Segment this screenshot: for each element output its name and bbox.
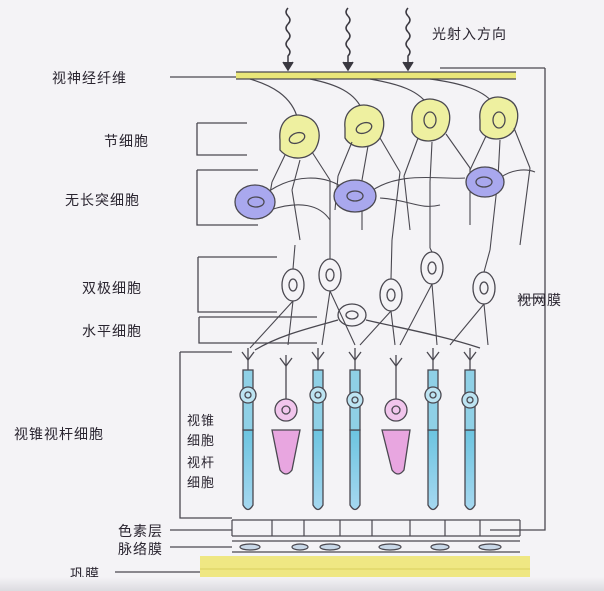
bipolar-cells — [281, 251, 496, 312]
bottom-shadow — [0, 577, 604, 591]
photoreceptors — [239, 348, 479, 511]
cone-cell-label: 视锥 细胞 — [187, 414, 216, 449]
ganglion-cells — [279, 96, 519, 159]
outer-plexiform-network — [249, 239, 491, 349]
pigment-layer — [170, 519, 521, 537]
light-arrows — [282, 7, 414, 72]
amacrine-cells — [234, 166, 505, 220]
inner-plexiform-network — [257, 127, 536, 251]
rods-cones-label: 视锥视杆细胞 — [14, 427, 104, 443]
choroid-layer — [170, 540, 520, 553]
horizontal-cells-label: 水平细胞 — [82, 324, 142, 340]
amacrine-cells-label: 无长突细胞 — [65, 193, 140, 209]
left-brackets — [179, 67, 546, 531]
ganglion-cells-label: 节细胞 — [104, 134, 149, 150]
bipolar-cells-label: 双极细胞 — [82, 281, 142, 297]
pigment-layer-label: 色素层 — [118, 524, 163, 540]
rod-cells — [239, 348, 479, 511]
horizontal-cell — [254, 303, 481, 351]
optic-nerve-fiber-band — [170, 71, 516, 80]
choroid-label: 脉络膜 — [118, 542, 163, 558]
cone-cells — [271, 355, 411, 475]
light-direction-label: 光射入方向 — [432, 27, 507, 43]
rod-cell-label: 视杆 细胞 — [187, 456, 216, 491]
optic-nerve-fibers-label: 视神经纤维 — [52, 71, 127, 87]
retina-label: 视网膜 — [517, 293, 562, 309]
